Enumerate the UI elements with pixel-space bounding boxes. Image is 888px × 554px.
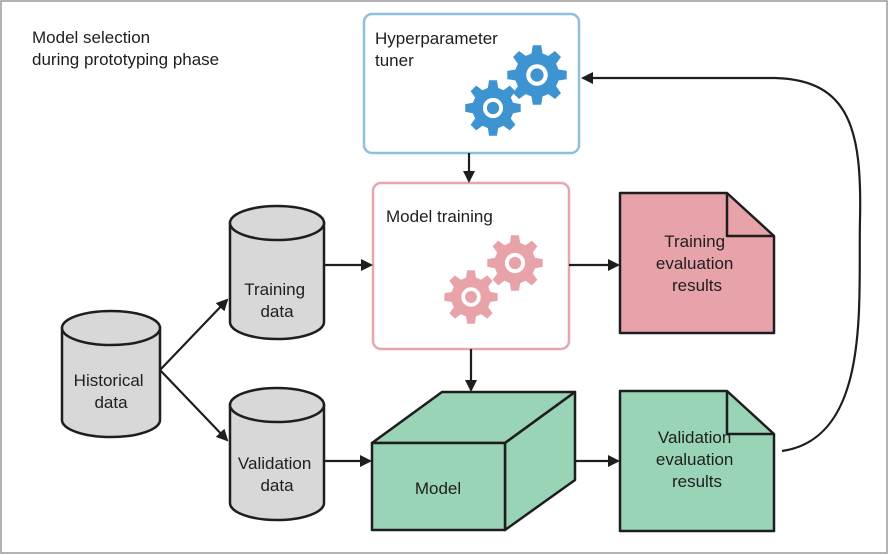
validation-results-document: Validation evaluation results bbox=[618, 389, 776, 533]
blue-gears-icon bbox=[465, 45, 567, 136]
model-label: Model bbox=[415, 479, 461, 498]
training-results-document: Training evaluation results bbox=[618, 191, 776, 335]
title-line-1: Model selection bbox=[32, 28, 150, 47]
title-line-2: during prototyping phase bbox=[32, 50, 219, 69]
validation-results-label: Validation evaluation results bbox=[656, 428, 738, 491]
hyperparameter-tuner-box: Hyperparameter tuner bbox=[362, 12, 581, 155]
arrow-historical-to-training-data bbox=[159, 298, 229, 371]
historical-data-label: Historical data bbox=[74, 371, 149, 412]
historical-data-cylinder: Historical data bbox=[60, 309, 162, 439]
hyperparameter-tuner-label: Hyperparameter tuner bbox=[375, 29, 503, 70]
training-results-label: Training evaluation results bbox=[656, 232, 738, 295]
gear-icon bbox=[507, 45, 567, 105]
gear-icon bbox=[444, 270, 498, 324]
training-data-cylinder: Training data bbox=[228, 204, 326, 341]
validation-data-label: Validation data bbox=[238, 454, 316, 495]
model-training-box: Model training bbox=[371, 181, 571, 351]
gear-icon bbox=[465, 80, 521, 136]
model-training-label: Model training bbox=[386, 207, 493, 226]
training-data-label: Training data bbox=[244, 280, 310, 321]
pink-gears-icon bbox=[444, 235, 543, 324]
arrow-validation-results-to-tuner bbox=[581, 72, 862, 453]
model-cube: Model bbox=[370, 390, 577, 532]
arrow-historical-to-validation-data bbox=[159, 369, 229, 442]
validation-data-cylinder: Validation data bbox=[228, 386, 326, 522]
diagram-title: Model selection during prototyping phase bbox=[32, 28, 219, 69]
gear-icon bbox=[487, 235, 543, 291]
